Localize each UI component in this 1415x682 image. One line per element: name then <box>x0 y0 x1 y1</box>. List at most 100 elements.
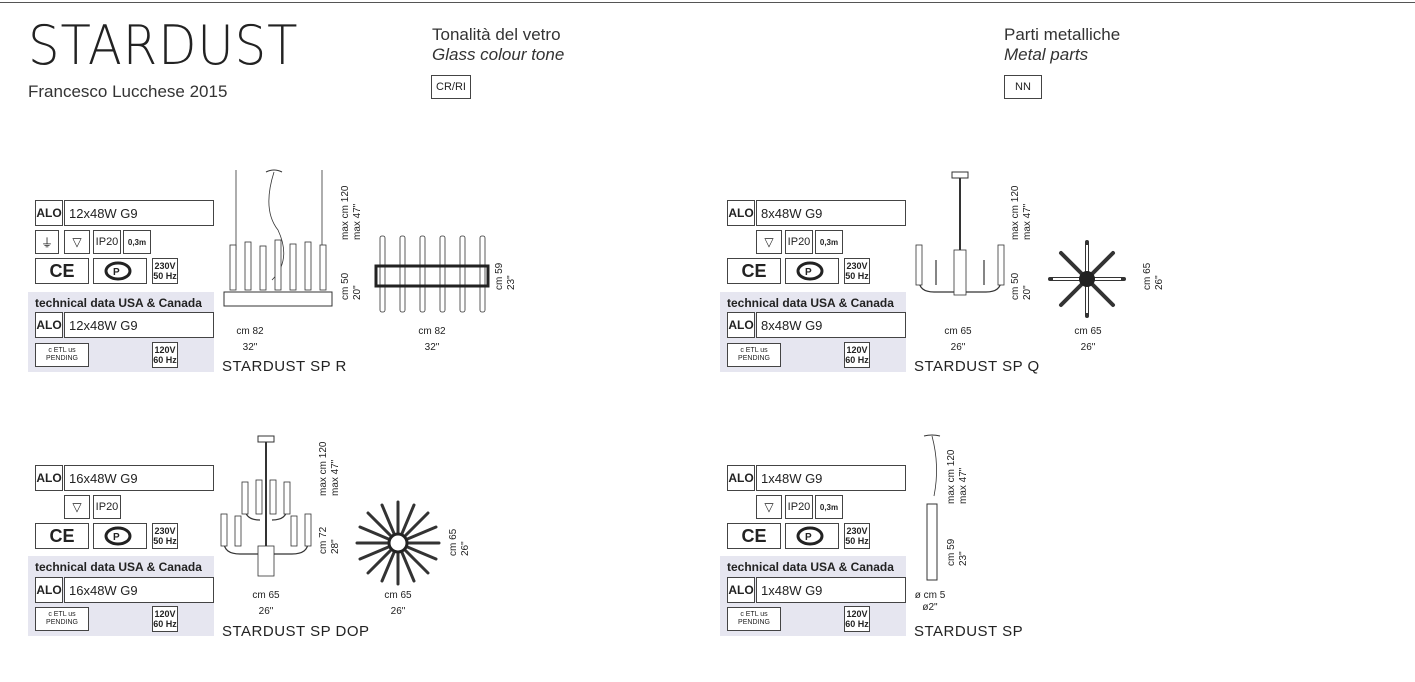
height-in: 20" <box>1022 285 1033 300</box>
top-width-in: 26" <box>390 606 406 617</box>
depth-cm: cm 65 <box>1142 262 1153 290</box>
height-cm: cm 50 <box>340 272 351 300</box>
depth-cm: cm 59 <box>494 262 505 290</box>
width-in: ø2" <box>922 602 938 613</box>
sp-dop-side-drawing <box>220 435 312 577</box>
model-name: STARDUST SP DOP <box>222 623 370 640</box>
voltage-eu-volts: 230V <box>154 261 176 271</box>
glass-tone-label-it: Tonalità del vetro <box>432 25 561 44</box>
voltage-eu-hz: 50 Hz <box>845 271 869 281</box>
depth-in: 26" <box>1154 275 1165 290</box>
sp-q-top-drawing <box>1048 240 1126 318</box>
etl-label: c ETL us <box>740 347 768 354</box>
voltage-eu-volts: 230V <box>846 261 868 271</box>
etl-pending: PENDING <box>738 619 770 626</box>
top-width-cm: cm 82 <box>418 326 446 337</box>
bulb-spec-us: 12x48W G9 <box>64 312 214 338</box>
sp-r-side-drawing <box>223 169 333 307</box>
etl-label: c ETL us <box>740 611 768 618</box>
max-in: max 47" <box>1022 203 1033 240</box>
glass-tone-label-en: Glass colour tone <box>432 45 565 64</box>
top-width-in: 26" <box>1080 342 1096 353</box>
voltage-eu-volts: 230V <box>154 526 176 536</box>
top-width-cm: cm 65 <box>1074 326 1102 337</box>
f-mark-icon: ▽ <box>756 495 782 519</box>
etl-pending: PENDING <box>46 355 78 362</box>
height-cm: cm 50 <box>1010 272 1021 300</box>
earth-ground-icon: ⏚ <box>35 230 59 254</box>
width-in: 32" <box>242 342 258 353</box>
lamp-type-label: ALO <box>35 200 63 226</box>
height-cm: cm 72 <box>318 526 329 554</box>
bulb-spec-us: 1x48W G9 <box>756 577 906 603</box>
depth-cm: cm 65 <box>448 528 459 556</box>
depth-in: 23" <box>506 275 517 290</box>
sp-r-top-drawing <box>374 235 490 313</box>
designer-credit: Francesco Lucchese 2015 <box>28 82 228 101</box>
page-title: STARDUST <box>28 14 299 77</box>
usa-canada-title: technical data USA & Canada <box>35 296 202 310</box>
voltage-eu-volts: 230V <box>846 526 868 536</box>
bulb-spec: 16x48W G9 <box>64 465 214 491</box>
max-cm: max cm 120 <box>946 449 957 504</box>
glass-tone-heading: Tonalità del vetro Glass colour tone <box>432 25 564 65</box>
sp-q-side-drawing <box>915 171 1005 296</box>
metal-code-swatch[interactable]: NN <box>1004 75 1042 99</box>
etl-pending: PENDING <box>738 355 770 362</box>
voltage-us-hz: 60 Hz <box>845 355 869 365</box>
sp-q-top-width: cm 65 26" <box>1060 326 1116 354</box>
max-in: max 47" <box>352 203 363 240</box>
etl-label: c ETL us <box>48 611 76 618</box>
ip20-rating: IP20 <box>785 230 813 254</box>
lamp-type-label-us: ALO <box>727 577 755 603</box>
model-name: STARDUST SP Q <box>914 358 1040 375</box>
voltage-eu-hz: 50 Hz <box>153 271 177 281</box>
height-in: 28" <box>330 539 341 554</box>
width-cm: cm 65 <box>944 326 972 337</box>
svg-text:P: P <box>113 532 120 543</box>
top-width-cm: cm 65 <box>384 590 412 601</box>
voltage-us-volts: 120V <box>846 345 868 355</box>
width-in: 26" <box>258 606 274 617</box>
voltage-us-volts: 120V <box>154 345 176 355</box>
voltage-us-hz: 60 Hz <box>153 355 177 365</box>
height-in: 20" <box>352 285 363 300</box>
sp-dop-top-drawing <box>355 500 441 586</box>
ce-mark-icon: CE <box>35 523 89 549</box>
top-width-in: 32" <box>424 342 440 353</box>
voltage-us-volts: 120V <box>846 609 868 619</box>
f-mark-icon: ▽ <box>64 230 90 254</box>
metal-parts-heading: Parti metalliche Metal parts <box>1004 25 1120 65</box>
voltage-us-hz: 60 Hz <box>845 619 869 629</box>
voltage-us-volts: 120V <box>154 609 176 619</box>
ip20-rating: IP20 <box>93 495 121 519</box>
metal-parts-label-en: Metal parts <box>1004 45 1089 64</box>
ce-mark-icon: CE <box>727 258 781 284</box>
glass-code-swatch[interactable]: CR/RI <box>431 75 471 99</box>
etl-label: c ETL us <box>48 347 76 354</box>
max-cm: max cm 120 <box>340 185 351 240</box>
width-in: 26" <box>950 342 966 353</box>
distance-icon: 0,3m <box>815 495 843 519</box>
f-mark-icon: ▽ <box>756 230 782 254</box>
lamp-type-label-us: ALO <box>35 577 63 603</box>
lamp-type-label-us: ALO <box>727 312 755 338</box>
depth-in: 26" <box>460 541 471 556</box>
